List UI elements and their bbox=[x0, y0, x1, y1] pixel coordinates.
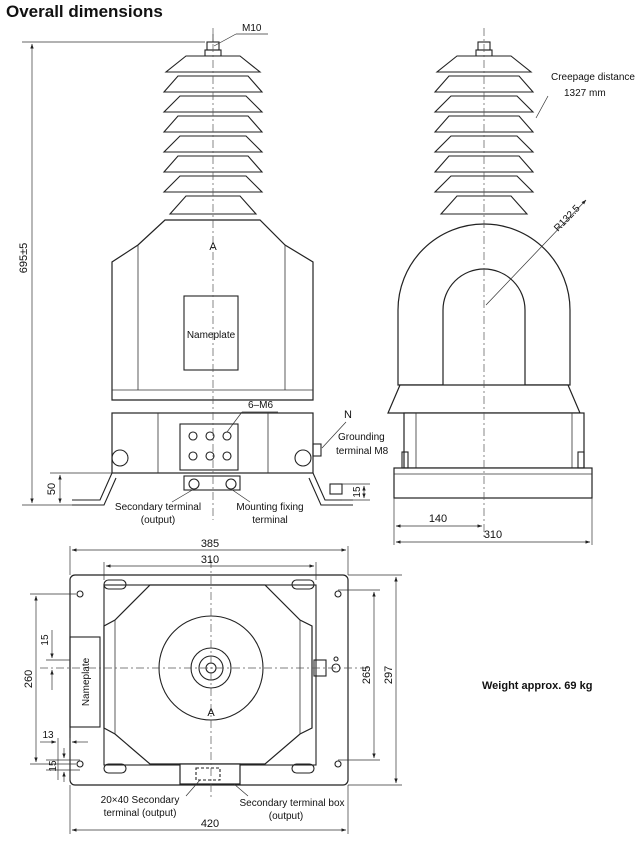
hole-spacing-y-label: 265 bbox=[361, 666, 373, 684]
mounting-foot-right bbox=[312, 472, 353, 501]
dim-13-label: 13 bbox=[42, 730, 54, 741]
front-section-mark: A bbox=[209, 241, 217, 253]
sec-box-label-1: Secondary terminal box bbox=[239, 798, 344, 809]
creepage-label-2: 1327 mm bbox=[564, 88, 606, 99]
secondary-terminal-label-2: (output) bbox=[141, 515, 175, 526]
bolt-label: 6–M6 bbox=[248, 400, 273, 411]
half-width-label: 140 bbox=[429, 513, 447, 525]
front-nameplate-label: Nameplate bbox=[187, 330, 236, 341]
lifting-eye-right bbox=[294, 449, 312, 467]
creepage-label-1: Creepage distance bbox=[551, 72, 635, 83]
side-u-body bbox=[397, 223, 571, 386]
secondary-terminal-label-1: Secondary terminal bbox=[115, 502, 201, 513]
neutral-label: N bbox=[344, 409, 352, 421]
grounding-label-2: terminal M8 bbox=[336, 446, 389, 457]
mounting-slots bbox=[103, 579, 315, 774]
radius-label: R132.5 bbox=[552, 203, 583, 234]
lifting-eye-left bbox=[111, 449, 129, 467]
top-body bbox=[103, 584, 313, 765]
depth-label: 297 bbox=[383, 666, 395, 684]
grounding-offset-label: 15 bbox=[352, 486, 363, 498]
width-label: 310 bbox=[484, 529, 502, 541]
top-view: Nameplate A 385 310 420 297 bbox=[23, 538, 402, 834]
side-lower-box bbox=[403, 412, 585, 469]
top-nameplate bbox=[69, 636, 101, 728]
mounting-fixing-port bbox=[225, 478, 237, 490]
radius-leader bbox=[485, 199, 587, 306]
hole-spacing-x-label: 310 bbox=[201, 554, 219, 566]
base-height-label: 50 bbox=[46, 483, 58, 495]
mounting-foot-left bbox=[72, 472, 113, 501]
overall-length-label: 420 bbox=[201, 818, 219, 830]
terminal-block bbox=[179, 423, 239, 471]
weight-note: Weight approx. 69 kg bbox=[482, 680, 592, 692]
nameplate-offset-label: 260 bbox=[23, 670, 35, 688]
front-view: Nameplate A M10 695±5 bbox=[18, 23, 389, 526]
dim-15-top-label: 15 bbox=[40, 634, 51, 646]
grounding-label-1: Grounding bbox=[338, 432, 385, 443]
mounting-label-2: terminal bbox=[252, 515, 288, 526]
terminal-bolts bbox=[188, 431, 232, 461]
height-label: 695±5 bbox=[18, 243, 30, 274]
overall-width-label: 385 bbox=[201, 538, 219, 550]
secondary-terminal-port bbox=[188, 478, 200, 490]
side-base bbox=[393, 467, 593, 499]
page-title: Overall dimensions bbox=[6, 2, 163, 21]
grounding-terminal bbox=[312, 443, 322, 457]
front-nameplate bbox=[183, 295, 239, 371]
mounting-label-1: Mounting fixing bbox=[236, 502, 303, 513]
front-lower-box bbox=[111, 412, 314, 474]
top-nameplate-label: Nameplate bbox=[81, 657, 92, 706]
dim-15-bottom-label: 15 bbox=[48, 760, 59, 772]
top-section-mark: A bbox=[207, 707, 215, 719]
secondary-terminal-box bbox=[179, 763, 241, 785]
side-view: Creepage distance 1327 mm R132.5 140 310 bbox=[387, 28, 635, 545]
thread-label: M10 bbox=[242, 23, 262, 34]
sec-term-label-2: terminal (output) bbox=[104, 808, 177, 819]
sec-term-label-1: 20×40 Secondary bbox=[101, 795, 180, 806]
front-body bbox=[111, 219, 314, 401]
sec-box-label-2: (output) bbox=[269, 811, 303, 822]
